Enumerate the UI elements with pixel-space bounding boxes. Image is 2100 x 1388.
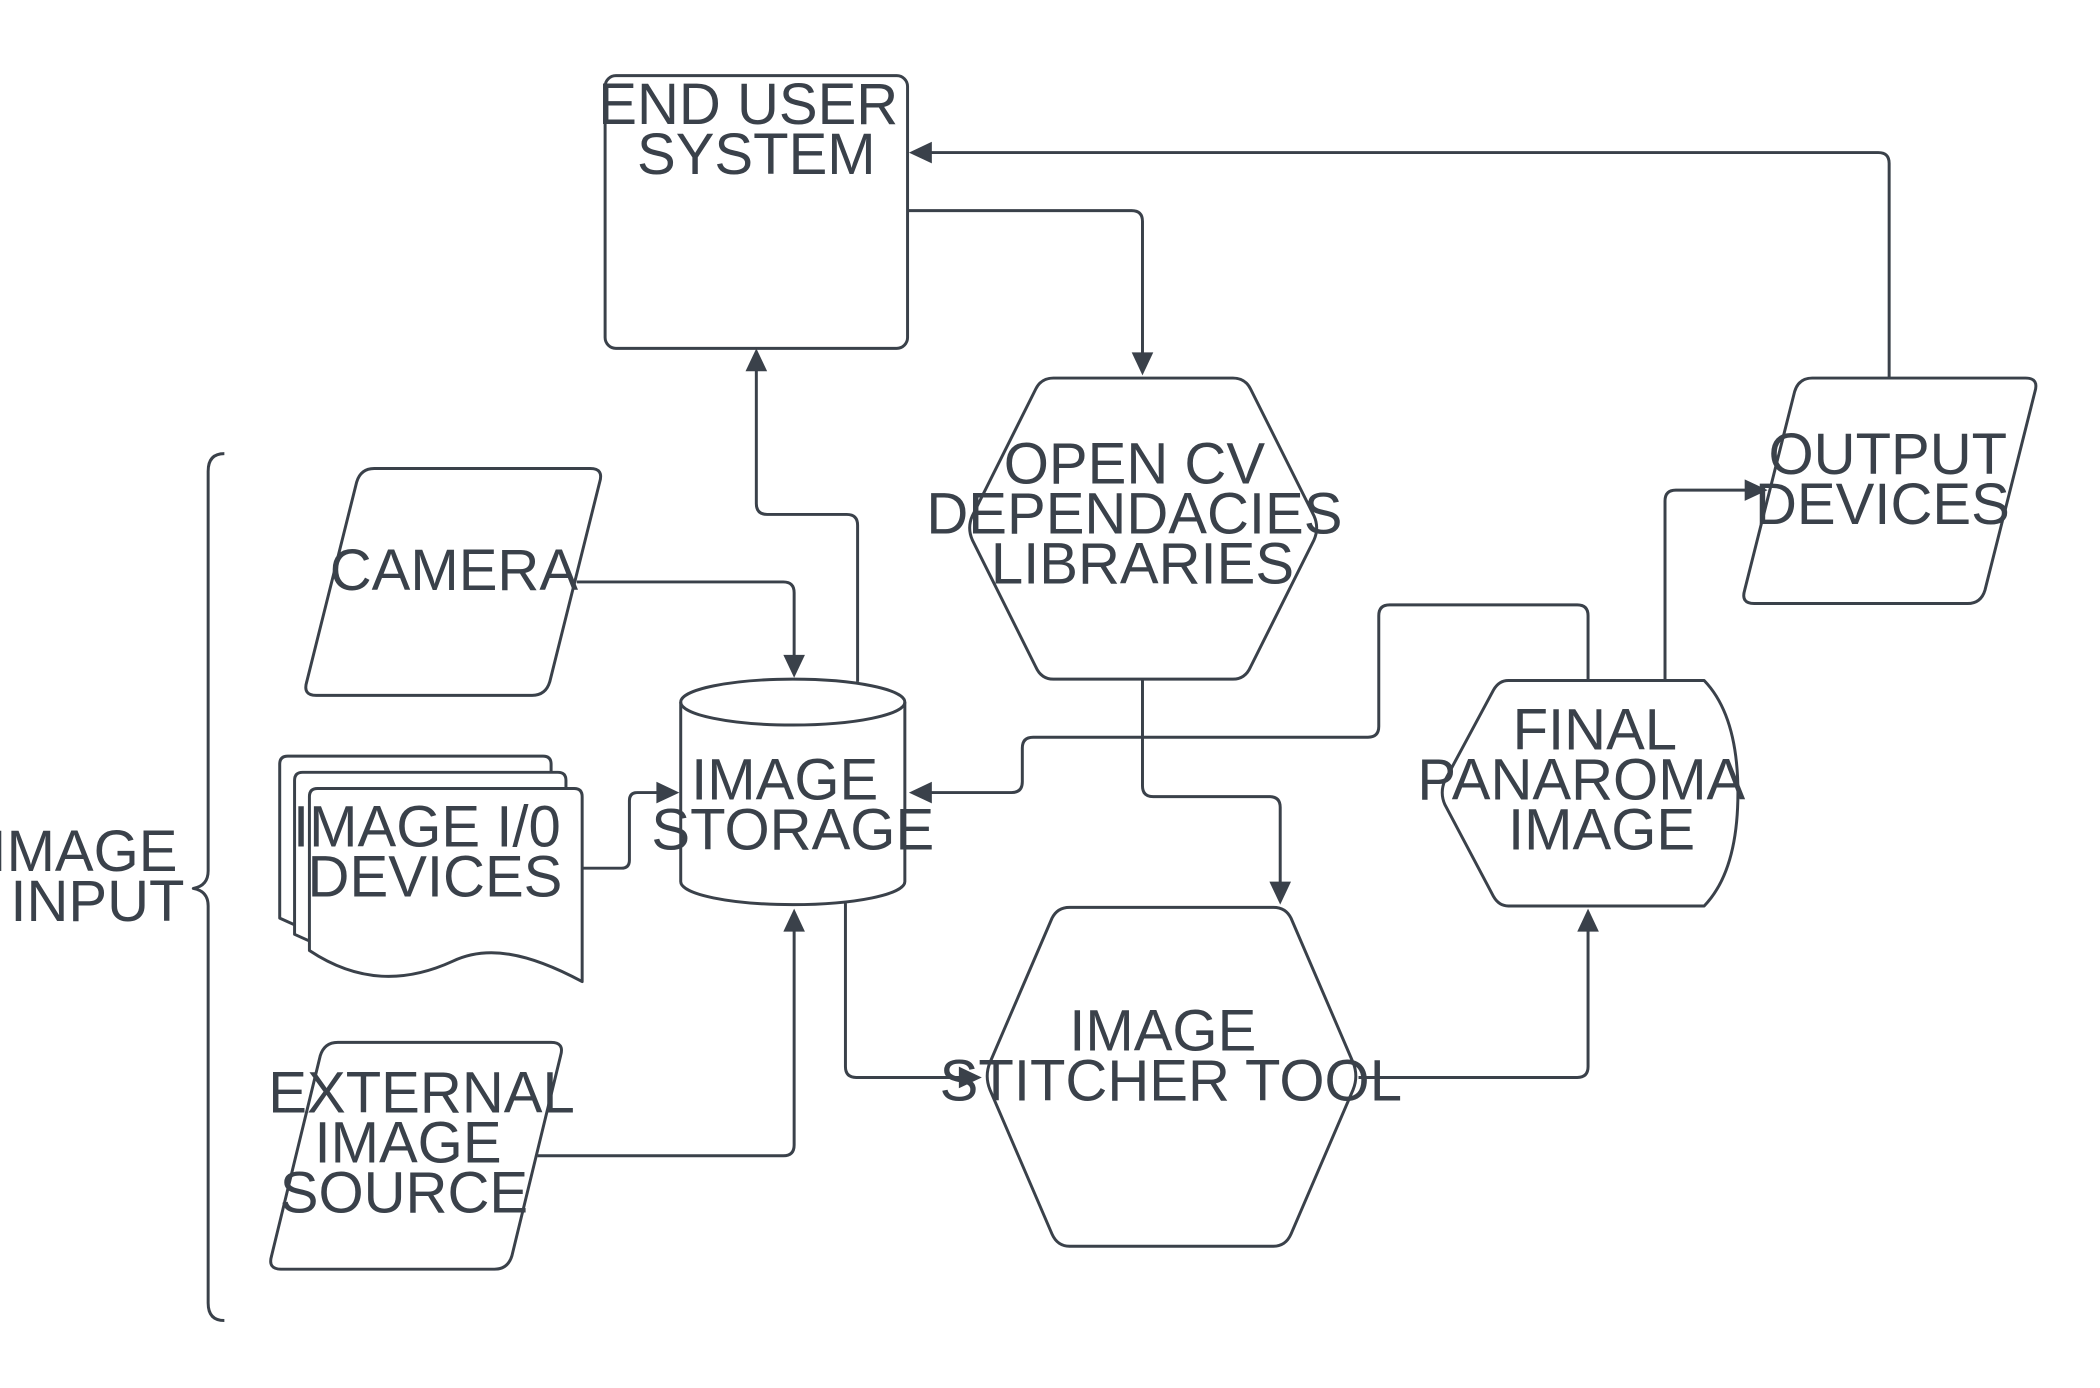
node-label: IMAGE I/0 DEVICES bbox=[293, 795, 577, 910]
edge-output-to-end-user bbox=[925, 151, 1891, 379]
edge-io-devices-to-storage bbox=[582, 791, 664, 870]
node-label: IMAGE STORAGE bbox=[651, 747, 934, 862]
node-image-io-devices: IMAGE I/0 DEVICES bbox=[278, 754, 584, 984]
node-label: OPEN CV DEPENDACIES LIBRARIES bbox=[926, 431, 1358, 596]
edge-end-user-to-opencv bbox=[907, 209, 1144, 358]
node-label: FINAL PANAROMA IMAGE bbox=[1417, 697, 1761, 862]
node-label: END USER SYSTEM bbox=[598, 72, 914, 187]
node-label: CAMERA bbox=[330, 538, 579, 603]
node-image-stitcher-tool: IMAGE STITCHER TOOL bbox=[940, 905, 1402, 1248]
connectors bbox=[537, 141, 1891, 1158]
arrowhead bbox=[783, 908, 805, 932]
arrowhead bbox=[958, 1066, 982, 1089]
arrowhead bbox=[1131, 352, 1154, 376]
node-external-image-source: EXTERNAL IMAGE SOURCE bbox=[268, 1040, 591, 1271]
node-output-devices: OUTPUT DEVICES bbox=[1742, 376, 2038, 606]
edge-final-to-output bbox=[1663, 488, 1752, 680]
group-label: IMAGE INPUT bbox=[0, 819, 194, 934]
arrowhead bbox=[745, 348, 768, 372]
arrowhead bbox=[1269, 881, 1292, 905]
arrowhead bbox=[1577, 908, 1599, 932]
arrowhead bbox=[783, 654, 805, 678]
arrowhead bbox=[656, 781, 680, 804]
arrowhead bbox=[1744, 479, 1768, 501]
edge-stitcher-to-final bbox=[1358, 924, 1590, 1079]
node-image-storage: IMAGE STORAGE bbox=[651, 677, 934, 907]
node-label: EXTERNAL IMAGE SOURCE bbox=[268, 1061, 591, 1226]
node-end-user-system: END USER SYSTEM bbox=[598, 72, 914, 350]
image-input-group: IMAGE INPUT bbox=[0, 452, 225, 1322]
group-brace bbox=[191, 452, 225, 1322]
edge-camera-to-storage bbox=[576, 580, 796, 662]
node-camera: CAMERA bbox=[304, 467, 603, 697]
node-open-cv: OPEN CV DEPENDACIES LIBRARIES bbox=[926, 376, 1358, 681]
edge-final-to-storage bbox=[925, 603, 1590, 795]
edge-opencv-to-stitcher bbox=[1141, 679, 1282, 888]
edge-storage-to-stitcher bbox=[843, 903, 966, 1079]
node-label: OUTPUT DEVICES bbox=[1755, 422, 2023, 537]
edge-external-to-storage bbox=[537, 924, 796, 1158]
arrowhead bbox=[908, 141, 932, 164]
arrowhead bbox=[908, 781, 932, 804]
node-final-panaroma-image: FINAL PANAROMA IMAGE bbox=[1417, 679, 1761, 908]
node-label: IMAGE STITCHER TOOL bbox=[940, 998, 1402, 1113]
edge-storage-to-end-user bbox=[754, 364, 860, 682]
